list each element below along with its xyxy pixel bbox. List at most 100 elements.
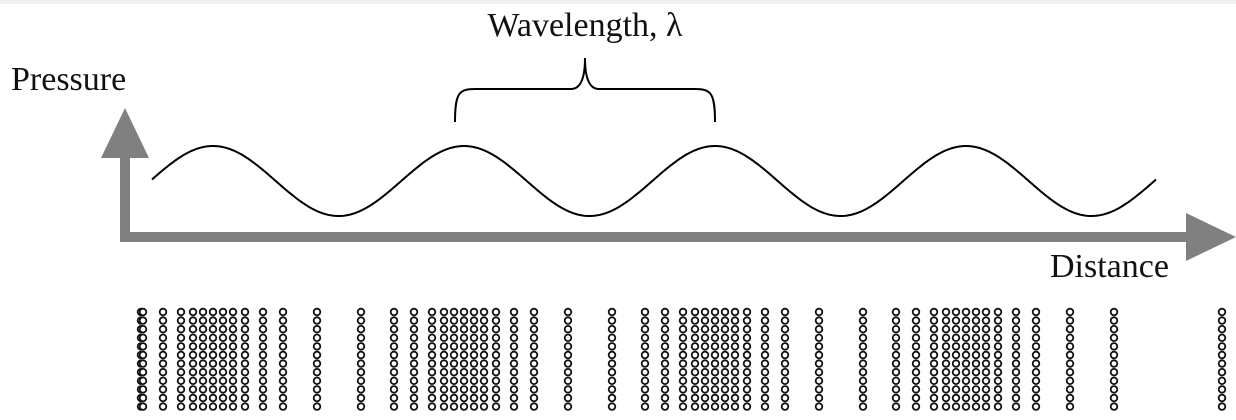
air-molecule <box>258 393 268 403</box>
air-molecule <box>439 359 449 368</box>
air-molecule <box>1031 368 1041 377</box>
air-molecule <box>640 393 650 403</box>
air-molecule <box>459 385 469 394</box>
air-molecule <box>176 325 186 334</box>
air-molecule <box>188 350 198 360</box>
air-molecule <box>961 342 971 351</box>
air-molecule <box>240 376 250 385</box>
air-molecule <box>760 359 770 368</box>
air-molecule <box>814 342 824 351</box>
air-molecule <box>951 350 961 360</box>
air-molecule <box>479 376 489 385</box>
air-molecule <box>198 325 208 334</box>
air-molecule <box>427 376 437 385</box>
air-molecule <box>427 307 437 317</box>
air-molecule <box>941 393 951 403</box>
air-molecule <box>858 333 868 342</box>
air-molecule <box>1109 325 1119 334</box>
air-molecule <box>700 402 710 411</box>
air-molecule <box>240 393 250 403</box>
air-molecule <box>730 376 740 385</box>
air-molecule <box>814 350 824 360</box>
air-molecule <box>158 402 168 411</box>
air-molecule <box>389 385 399 394</box>
air-molecule <box>1065 376 1075 385</box>
air-molecule <box>198 342 208 351</box>
air-molecule <box>780 316 790 325</box>
air-molecule <box>858 350 868 360</box>
pressure-wave <box>151 145 1157 217</box>
air-molecule <box>678 393 688 403</box>
air-molecule <box>891 368 901 377</box>
air-molecule <box>730 307 740 317</box>
air-molecule <box>780 333 790 342</box>
air-molecule <box>479 402 489 411</box>
air-molecule <box>700 350 710 360</box>
air-molecule <box>961 307 971 317</box>
air-molecule <box>509 393 519 403</box>
air-molecule <box>509 325 519 334</box>
air-molecule <box>563 333 573 342</box>
air-molecule <box>158 342 168 351</box>
air-molecule <box>240 368 250 377</box>
air-molecule <box>449 359 459 368</box>
air-molecule <box>993 325 1003 334</box>
air-molecule <box>891 350 901 360</box>
air-molecule <box>278 350 288 360</box>
air-molecule <box>720 385 730 394</box>
air-molecule <box>258 359 268 368</box>
air-molecule <box>529 402 539 411</box>
air-molecule <box>760 402 770 411</box>
air-molecule <box>720 368 730 377</box>
air-molecule <box>1031 376 1041 385</box>
air-molecule <box>993 350 1003 360</box>
air-molecule <box>529 307 539 317</box>
air-molecule <box>449 325 459 334</box>
air-molecule <box>188 325 198 334</box>
air-molecule <box>188 359 198 368</box>
air-molecule <box>951 359 961 368</box>
air-molecule <box>409 350 419 360</box>
air-molecule <box>1217 359 1227 368</box>
air-molecule <box>607 368 617 377</box>
air-molecule <box>479 333 489 342</box>
air-molecule <box>228 350 238 360</box>
air-molecule <box>700 376 710 385</box>
air-molecule <box>814 316 824 325</box>
air-molecule <box>563 307 573 317</box>
air-molecule <box>228 359 238 368</box>
air-molecule <box>176 316 186 325</box>
air-molecule <box>491 325 501 334</box>
air-molecule <box>780 376 790 385</box>
air-molecule <box>218 368 228 377</box>
air-molecule <box>911 402 921 411</box>
air-molecule <box>720 350 730 360</box>
air-molecule <box>258 368 268 377</box>
air-molecule <box>449 402 459 411</box>
air-molecule <box>563 325 573 334</box>
air-molecule <box>491 359 501 368</box>
air-molecule <box>911 350 921 360</box>
top-band <box>0 0 1236 4</box>
air-molecule <box>1031 350 1041 360</box>
air-molecule <box>891 385 901 394</box>
air-molecule <box>1065 333 1075 342</box>
air-molecule <box>690 402 700 411</box>
air-molecule <box>409 359 419 368</box>
air-molecule <box>760 325 770 334</box>
air-molecule <box>427 316 437 325</box>
air-molecule <box>176 307 186 317</box>
air-molecule <box>491 342 501 351</box>
air-molecule <box>951 307 961 317</box>
air-molecule <box>640 368 650 377</box>
air-molecule <box>640 307 650 317</box>
air-molecule <box>459 376 469 385</box>
air-molecule <box>700 342 710 351</box>
air-molecule <box>742 350 752 360</box>
air-molecule <box>1217 402 1227 411</box>
air-molecule <box>710 342 720 351</box>
air-molecule <box>409 333 419 342</box>
air-molecule <box>240 333 250 342</box>
air-molecule <box>312 393 322 403</box>
air-molecule <box>760 350 770 360</box>
